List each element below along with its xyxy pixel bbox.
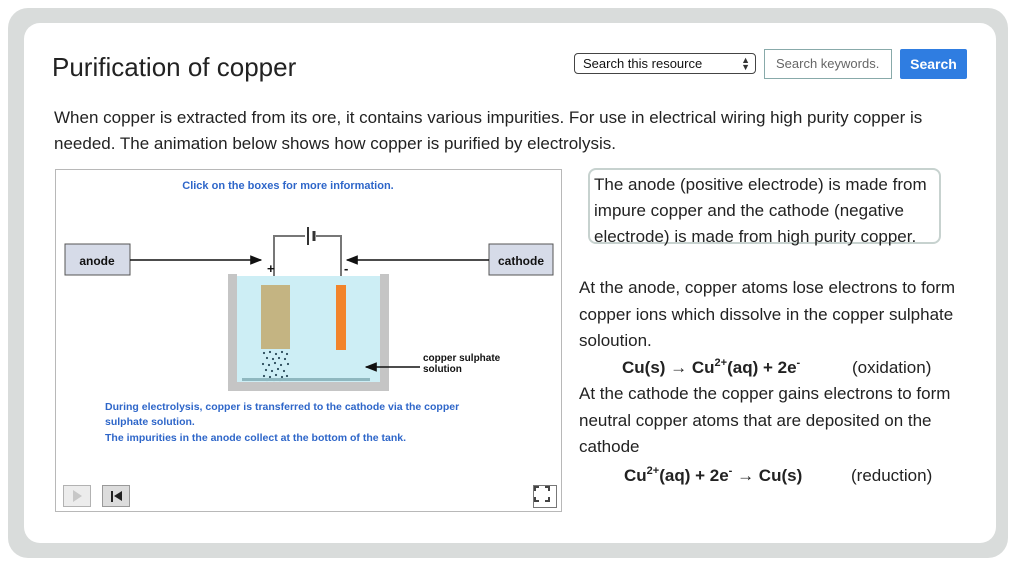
electrolysis-diagram: Click on the boxes for more information.… bbox=[64, 180, 554, 444]
oxidation-left: Cu(s) → Cu bbox=[622, 358, 715, 377]
anode-label-box[interactable]: anode bbox=[64, 243, 131, 276]
fullscreen-button[interactable] bbox=[533, 485, 557, 508]
intro-text: When copper is extracted from its ore, i… bbox=[54, 108, 923, 153]
search-button[interactable]: Search bbox=[900, 49, 967, 79]
copper-sulphate-solution bbox=[237, 276, 380, 382]
caption-line2: sulphate solution. bbox=[105, 416, 195, 428]
page-title: Purification of copper bbox=[52, 52, 297, 82]
caption-line3: The impurities in the anode collect at t… bbox=[105, 432, 406, 444]
play-icon bbox=[72, 490, 82, 502]
oxidation-equation: Cu(s) → Cu2+(aq) + 2e- bbox=[622, 358, 800, 378]
solution-label-line2[interactable]: solution bbox=[423, 364, 462, 375]
restart-button[interactable] bbox=[102, 485, 130, 507]
search-scope-value: Search this resource bbox=[583, 56, 703, 71]
solution-label-line1[interactable]: copper sulphate bbox=[423, 353, 501, 364]
instruction-text: Click on the boxes for more information. bbox=[182, 180, 393, 192]
skip-back-icon bbox=[110, 490, 122, 502]
oxidation-ion-charge: 2+ bbox=[714, 357, 728, 369]
reduction-ion-charge: 2+ bbox=[646, 465, 660, 477]
anode-impurities bbox=[261, 350, 290, 382]
oxidation-electron-charge: - bbox=[796, 357, 801, 369]
reduction-right: → Cu(s) bbox=[732, 466, 803, 485]
oxidation-label: (oxidation) bbox=[852, 358, 932, 377]
reduction-left: Cu bbox=[624, 466, 647, 485]
reduction-middle: (aq) + 2e bbox=[659, 466, 729, 485]
search-scope-select[interactable]: Search this resource ▲▼ bbox=[574, 53, 756, 74]
wire-cathode bbox=[316, 235, 342, 276]
reduction-electron-charge: - bbox=[728, 465, 733, 477]
reduction-label: (reduction) bbox=[851, 466, 933, 485]
cathode-explanation: At the cathode the copper gains electron… bbox=[579, 384, 951, 456]
search-input[interactable]: Search keywords. bbox=[764, 49, 892, 79]
play-button[interactable] bbox=[63, 485, 91, 507]
fullscreen-icon bbox=[534, 486, 550, 502]
tank-bottom-sediment bbox=[242, 378, 370, 381]
info-box: The anode (positive electrode) is made f… bbox=[588, 168, 941, 246]
cathode-label-box[interactable]: cathode bbox=[488, 243, 554, 276]
chevron-updown-icon: ▲▼ bbox=[741, 55, 750, 72]
anode-explanation: At the anode, copper atoms lose electron… bbox=[579, 278, 956, 350]
anode-electrode bbox=[261, 285, 290, 349]
minus-sign: - bbox=[344, 261, 348, 276]
caption-line1: During electrolysis, copper is transferr… bbox=[105, 401, 459, 413]
oxidation-middle: (aq) + 2e bbox=[727, 358, 797, 377]
plus-sign: + bbox=[267, 261, 275, 276]
electrolysis-animation: Click on the boxes for more information.… bbox=[55, 169, 562, 512]
anode-label: anode bbox=[79, 254, 115, 268]
cathode-label: cathode bbox=[498, 254, 544, 268]
wire-anode bbox=[273, 235, 305, 276]
cathode-electrode bbox=[336, 285, 346, 350]
reduction-equation: Cu2+(aq) + 2e- → Cu(s) bbox=[624, 466, 802, 486]
